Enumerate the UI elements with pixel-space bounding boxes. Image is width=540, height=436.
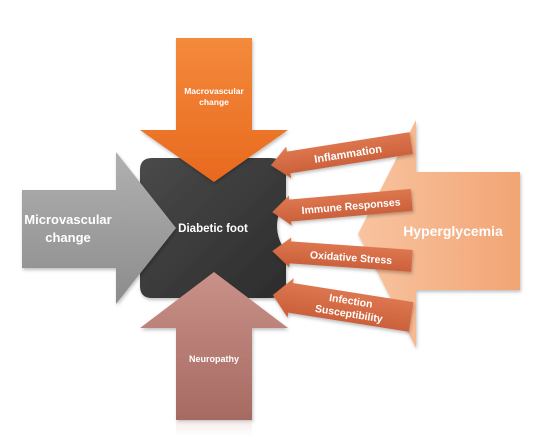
center-label: Diabetic foot — [178, 223, 248, 235]
hyperglycemia-label: Hyperglycemia — [403, 223, 503, 239]
neuropathy-arrow: Neuropathy — [140, 272, 288, 420]
macrovascular-label-line2: change — [199, 97, 229, 107]
factor-infection-susceptibility: Infection Susceptibility — [272, 278, 414, 332]
center-node: Diabetic foot — [140, 158, 286, 298]
factor-immune-responses: Immune Responses — [272, 188, 413, 226]
microvascular-label-line2: change — [45, 230, 91, 245]
microvascular-label-line1: Microvascular — [24, 212, 111, 227]
neuropathy-label: Neuropathy — [189, 354, 239, 364]
macrovascular-arrow: Macrovascular change — [140, 38, 288, 182]
factor-oxidative-stress: Oxidative Stress — [272, 237, 413, 272]
hyperglycemia-arrow: Hyperglycemia — [358, 120, 520, 348]
microvascular-arrow: Microvascular change — [22, 152, 176, 304]
neuropathy-reflection — [176, 421, 252, 436]
macrovascular-label-line1: Macrovascular — [184, 86, 244, 96]
factor-oxidative-stress-label: Oxidative Stress — [310, 249, 393, 267]
factor-inflammation: Inflammation — [270, 132, 413, 179]
